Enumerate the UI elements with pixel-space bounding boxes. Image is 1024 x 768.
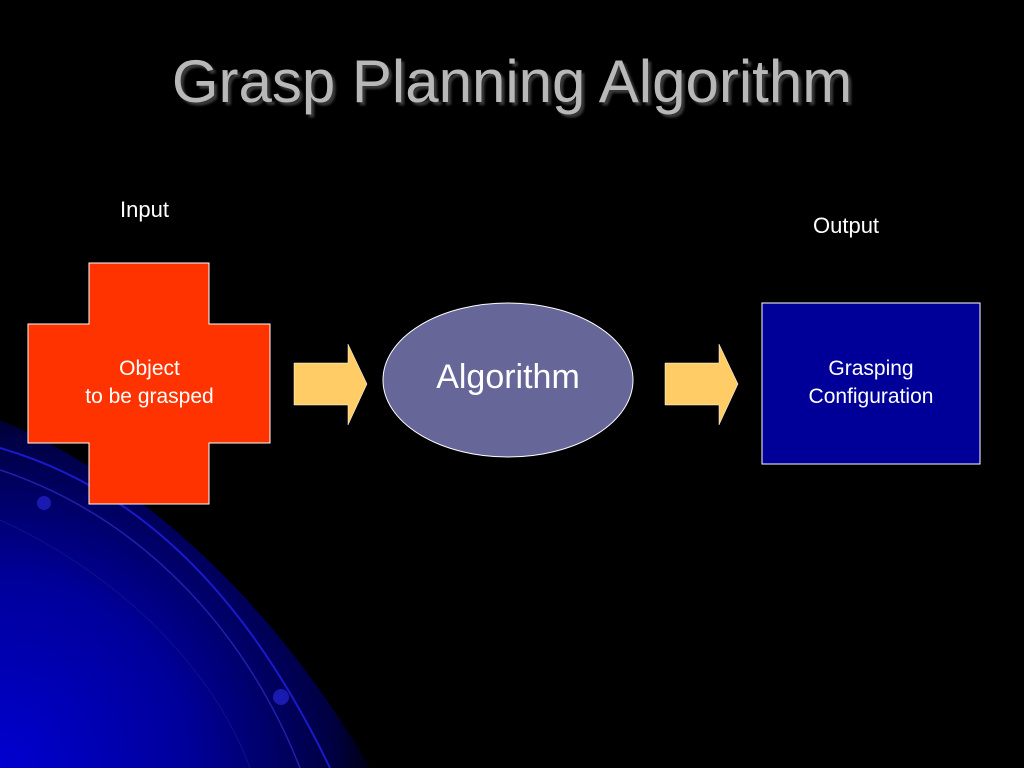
orbit-dot-2	[273, 689, 289, 705]
orbit-line-3	[0, 519, 251, 768]
algorithm-node-label: Algorithm	[436, 358, 580, 396]
object-cross-shape	[27, 262, 271, 505]
blue-glow-region	[0, 420, 370, 768]
output-label: Output	[813, 213, 880, 238]
object-line-1: Object	[119, 357, 180, 380]
grasping-line-1: Grasping	[828, 357, 914, 380]
slide-title: Grasp Planning Algorithm	[171, 48, 853, 115]
object-node-text: Object to be grasped	[28, 355, 271, 411]
grasping-configuration-box	[761, 302, 981, 465]
arrow-right-2	[664, 343, 739, 426]
orbit-line-2	[0, 469, 301, 768]
grasping-node-text: Grasping Configuration	[762, 355, 980, 411]
orbit-line-1	[0, 447, 331, 768]
algorithm-ellipse	[382, 302, 634, 458]
input-label: Input	[120, 197, 169, 222]
orbit-dot-1	[37, 496, 51, 510]
object-line-2: to be grasped	[85, 385, 214, 408]
arrow-right-1	[293, 343, 368, 426]
grasping-line-2: Configuration	[808, 385, 934, 408]
